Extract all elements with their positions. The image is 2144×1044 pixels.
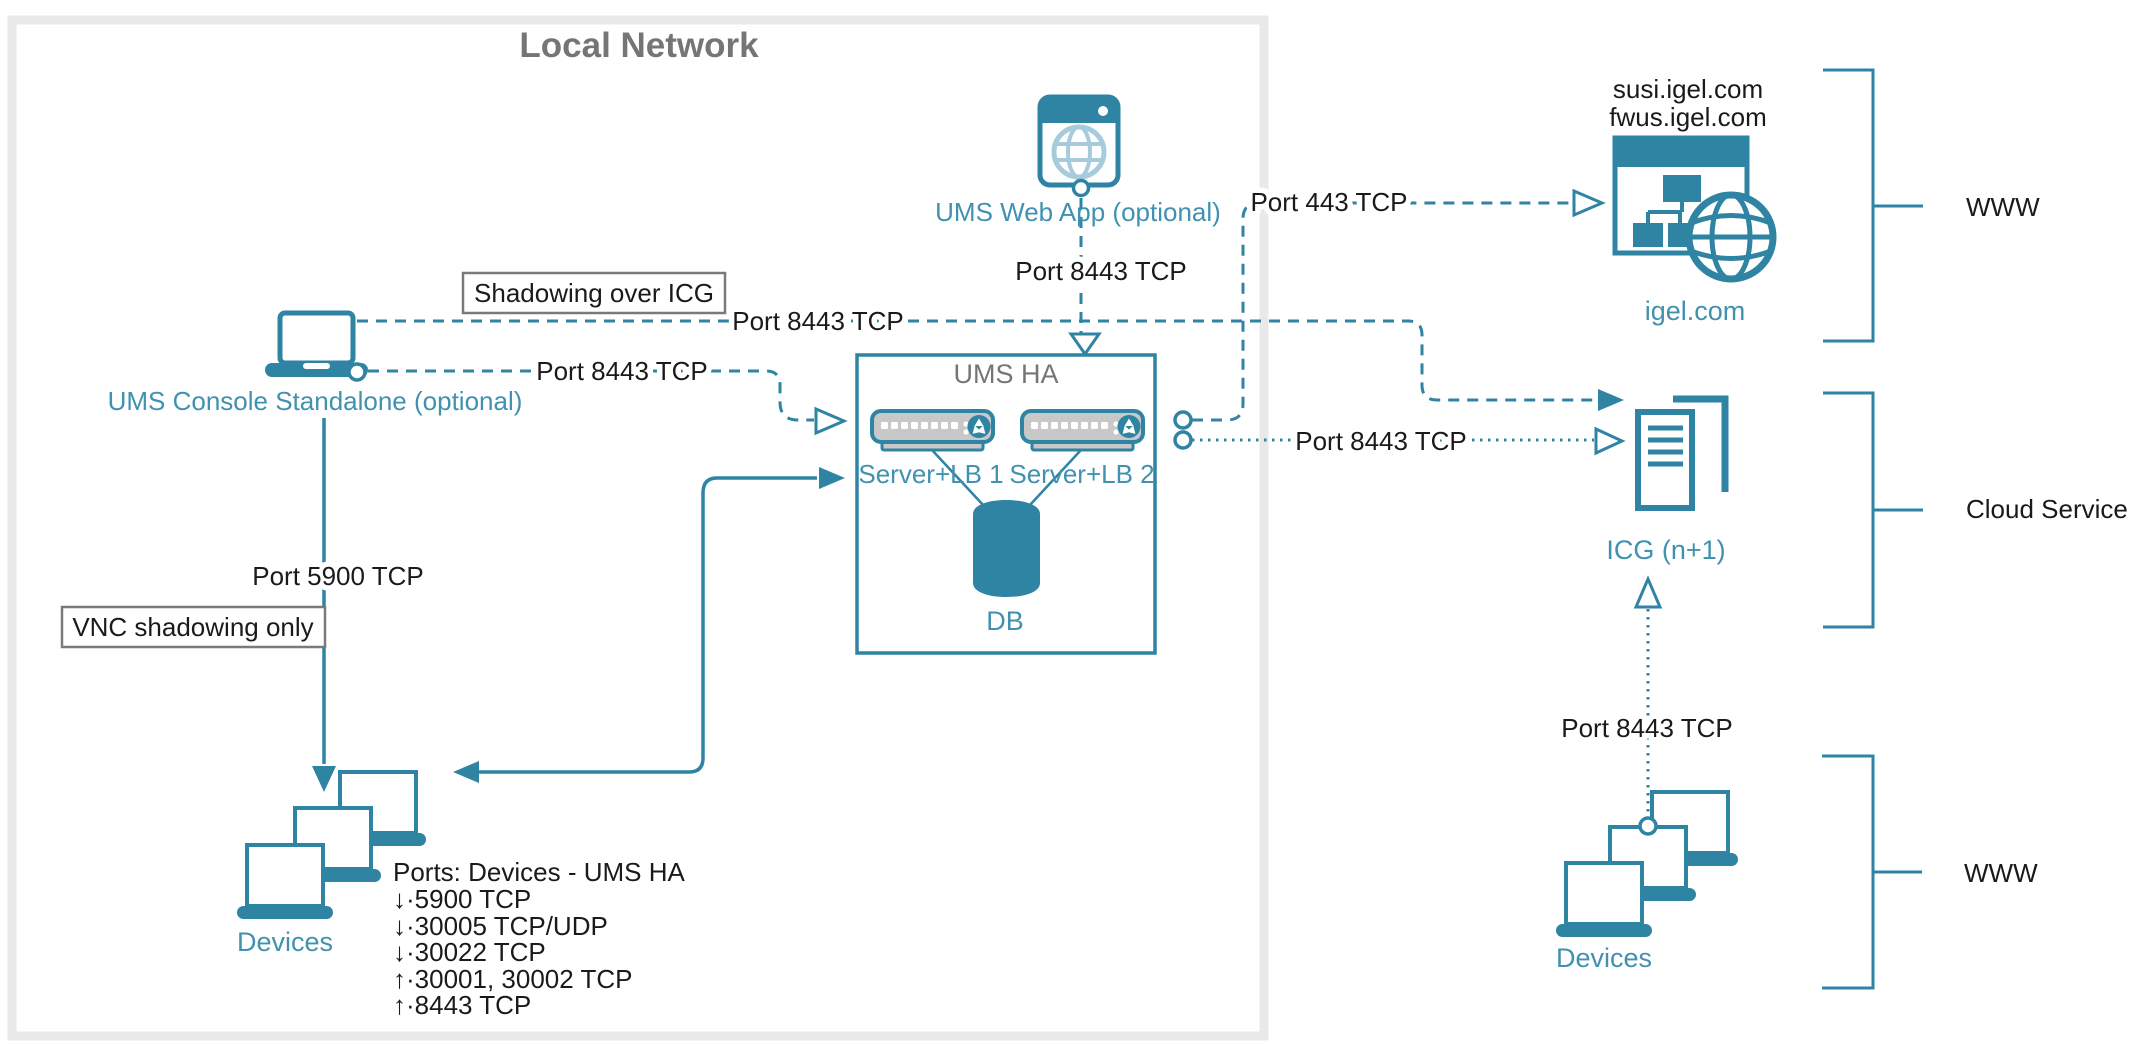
edge-umsha-to-igel [1192,201,1572,422]
ports-list-title: Ports: Devices - UMS HA [393,857,685,887]
ports-list-item: ↓·30022 TCP [393,937,546,967]
server-lb1-label: Server+LB 1 [858,459,1003,489]
arrowhead-umsha-igel [1572,188,1606,218]
arrowhead-devices-end [453,761,479,783]
edge-server2-db [1028,449,1082,507]
devices-right-label: Devices [1556,943,1652,973]
edge-console-to-umsha [368,369,814,422]
ums-web-app-label: UMS Web App (optional) [935,197,1221,227]
port-label-console-ums: Port 8443 TCP [536,356,708,386]
database-label: DB [986,606,1024,636]
umsha-connector-circle-top [1173,410,1193,430]
port-label-webapp-ums: Port 8443 TCP [1015,256,1187,286]
ums-web-app-icon [1037,94,1121,188]
local-network-box [7,15,1269,1041]
arrowhead-devices-icg [1633,575,1663,609]
igel-domain-1: susi.igel.com [1613,74,1763,104]
arrowhead-webapp-umsha [1068,332,1102,357]
cloud-service-bracket [1823,391,1923,629]
igel-domain-2: fwus.igel.com [1609,102,1767,132]
port-label-ums-icg: Port 8443 TCP [1295,426,1467,456]
arrowhead-console-umsha [814,406,848,436]
cloud-service-label: Cloud Service [1966,494,2128,524]
server-lb2-icon [1020,409,1145,452]
igel-site-label: igel.com [1645,296,1746,326]
icg-label: ICG (n+1) [1606,535,1725,565]
port-label-devices-icg: Port 8443 TCP [1561,713,1733,743]
shadowing-callout-box [461,271,727,315]
shadowing-callout-label: Shadowing over ICG [474,278,714,308]
edge-shadowing-over-icg [357,319,1596,402]
ports-list-item: ↓·5900 TCP [393,884,531,914]
ports-list-item: ↑·8443 TCP [393,990,531,1020]
edge-devices-umsha [457,476,817,774]
www-bottom-label: WWW [1964,858,2038,888]
webapp-connector-circle [1071,178,1091,198]
vnc-callout-label: VNC shadowing only [72,612,313,642]
arrowhead-port5900 [312,766,336,792]
port-label-console-devices: Port 5900 TCP [252,561,424,591]
console-connector-circle [347,362,367,382]
www-top-bracket [1823,68,1923,343]
database-icon [973,500,1040,597]
server-lb1-icon [870,409,995,452]
ports-list-item: ↓·30005 TCP/UDP [393,911,608,941]
ums-console-label: UMS Console Standalone (optional) [108,386,523,416]
ums-console-laptop-icon [265,310,368,377]
ums-ha-box [855,353,1157,655]
ums-ha-title: UMS HA [953,359,1058,389]
arrowhead-umsha-icg [1594,426,1626,456]
devices-left-label: Devices [237,927,333,957]
icg-icon [1635,395,1729,511]
arrowhead-umsha-end [819,467,845,489]
ports-list-item: ↑·30001, 30002 TCP [393,964,632,994]
port-label-console-icg: Port 8443 TCP [732,306,904,336]
igel-website-icon [1612,135,1777,283]
server-lb2-label: Server+LB 2 [1009,459,1154,489]
devices-right-connector-circle [1638,816,1658,836]
edge-server1-db [931,449,985,507]
ports-list: Ports: Devices - UMS HA ↓·5900 TCP ↓·300… [393,857,685,1020]
www-top-label: WWW [1966,192,2040,222]
arrowhead-shadowing-icg [1598,389,1624,411]
www-bottom-bracket [1822,754,1922,990]
local-network-title: Local Network [519,26,759,65]
umsha-connector-circle-bottom [1173,430,1193,450]
vnc-callout-box [60,605,327,649]
port-label-ums-igel: Port 443 TCP [1250,187,1407,217]
